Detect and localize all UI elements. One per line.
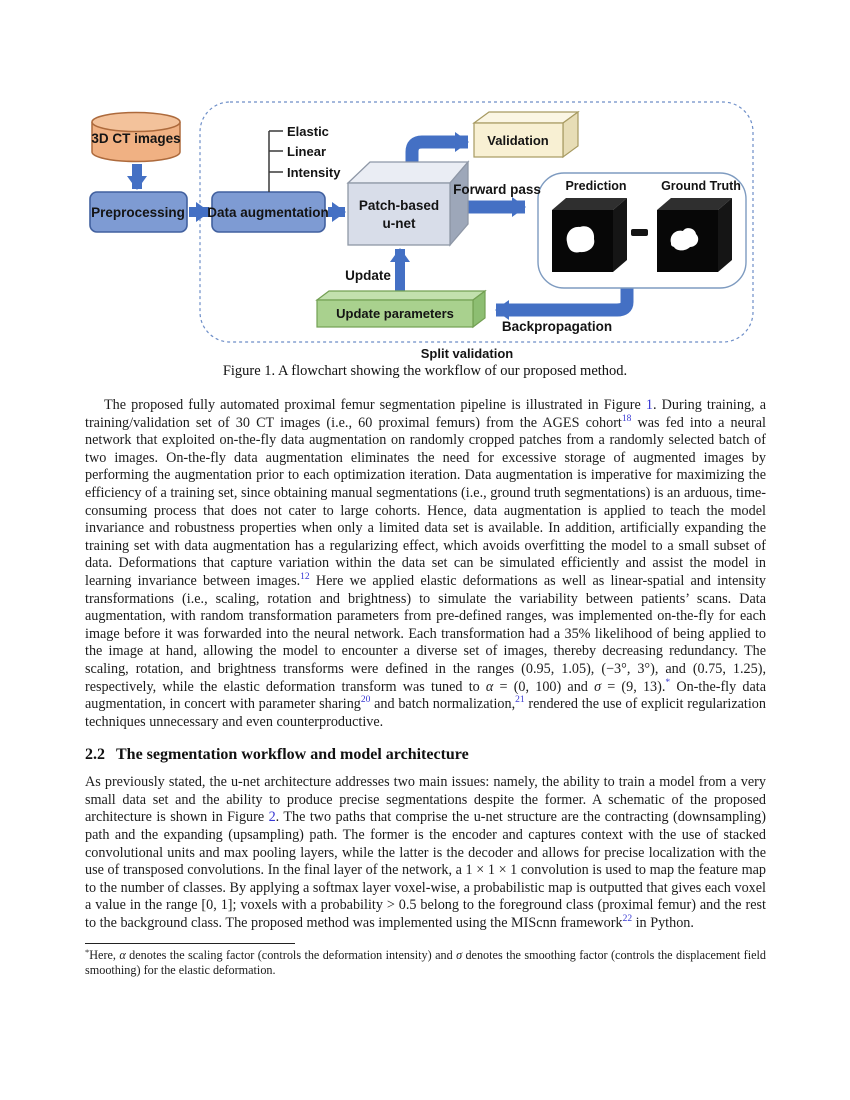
section-heading: 2.2 The segmentation workflow and model a…: [85, 746, 766, 764]
text-segment: Here,: [89, 947, 120, 962]
ct-images-label: 3D CT images: [91, 131, 180, 146]
backpropagation-label: Backpropagation: [502, 319, 612, 334]
section-title: The segmentation workflow and model arch…: [116, 746, 469, 764]
footnote-marker: *: [85, 946, 90, 957]
citation-link-21[interactable]: 21: [515, 695, 525, 706]
text-segment: = (0, 100) and: [493, 678, 595, 695]
text-segment: = (9, 13).: [601, 678, 666, 695]
update-label: Update: [345, 268, 391, 283]
paragraph-2: As previously stated, the u-net architec…: [85, 774, 766, 932]
comparison-container: Prediction Ground Truth: [537, 172, 747, 289]
text-segment: in Python.: [632, 915, 694, 932]
text-segment: Here we applied elastic deformations as …: [85, 572, 767, 695]
forward-pass-label: Forward pass: [453, 182, 541, 197]
text-segment: was fed into a neural network that explo…: [85, 414, 766, 589]
augmentation-bracket: [268, 130, 283, 192]
intensity-label: Intensity: [287, 165, 341, 180]
math-alpha: α: [485, 678, 494, 695]
prediction-cube: [552, 198, 627, 272]
split-validation-dashed-border: [199, 101, 754, 343]
minus-sign: [631, 229, 648, 236]
split-validation-label: Split validation: [421, 346, 514, 361]
footnote: *Here, α denotes the scaling factor (con…: [85, 946, 766, 979]
text-segment: The proposed fully automated proximal fe…: [104, 397, 646, 413]
text-segment: . During training, a training/validation…: [85, 397, 766, 431]
article-body: The proposed fully automated proximal fe…: [85, 397, 766, 979]
text-segment: denotes the scaling factor (controls the…: [125, 947, 457, 962]
text-segment: rendered the use of explicit regularizat…: [85, 696, 766, 730]
unet-to-validation-arrow: [405, 132, 469, 176]
figure-1-flowchart: 3D CT images Preprocessing Data augmenta…: [89, 101, 754, 361]
figure-2-link[interactable]: 2: [268, 809, 276, 826]
text-segment: As previously stated, the u-net architec…: [85, 774, 766, 826]
update-parameters-label: Update parameters: [336, 306, 454, 321]
backpropagation-arrow: [495, 286, 634, 320]
linear-label: Linear: [287, 144, 326, 159]
text-segment: denotes the smoothing factor (controls t…: [85, 947, 766, 978]
validation-label: Validation: [487, 133, 548, 148]
data-augmentation-label: Data augmentation: [207, 205, 329, 220]
math-sigma: σ: [594, 678, 602, 695]
ground-truth-cube: [657, 198, 732, 272]
text-segment: . The two paths that comprise the u-net …: [85, 809, 766, 932]
unet-label-line1: Patch-based: [359, 198, 439, 213]
ct-images-node: 3D CT images: [91, 111, 181, 163]
figure-1-link[interactable]: 1: [645, 397, 653, 413]
unet-label-line2: u-net: [383, 216, 416, 231]
math-alpha: α: [119, 947, 126, 962]
section-number: 2.2: [85, 746, 105, 764]
prediction-segmentation-blob: [566, 226, 595, 253]
data-augmentation-node: Data augmentation: [207, 191, 329, 233]
math-sigma: σ: [456, 947, 463, 962]
elastic-label: Elastic: [287, 124, 329, 139]
citation-link-20[interactable]: 20: [360, 695, 371, 706]
ground-truth-label: Ground Truth: [661, 179, 741, 193]
preprocessing-label: Preprocessing: [91, 205, 185, 220]
text-segment: and batch normalization,: [370, 696, 516, 713]
footnote-rule: [85, 942, 295, 944]
validation-node: Validation: [472, 110, 580, 159]
paragraph-1: The proposed fully automated proximal fe…: [85, 397, 766, 731]
citation-link-12[interactable]: 12: [300, 571, 310, 582]
update-parameters-node: Update parameters: [315, 289, 487, 329]
ground-truth-segmentation-blob: [670, 228, 699, 251]
citation-link-22[interactable]: 22: [622, 914, 633, 925]
preprocessing-node: Preprocessing: [89, 191, 188, 233]
unet-node: Patch-based u-net: [346, 160, 470, 247]
prediction-label: Prediction: [565, 179, 626, 193]
citation-link-18[interactable]: 18: [621, 413, 632, 424]
cylinder-top: [91, 111, 181, 133]
text-segment: On-the-fly data augmentation, in concert…: [85, 678, 767, 713]
figure-caption: Figure 1. A flowchart showing the workfl…: [222, 363, 628, 379]
footnote-link[interactable]: *: [665, 677, 671, 688]
